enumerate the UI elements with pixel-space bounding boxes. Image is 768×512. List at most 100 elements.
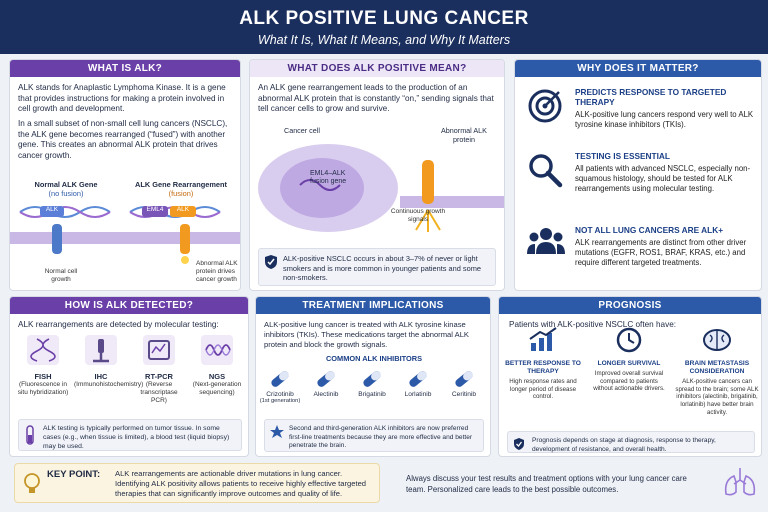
prog-title: LONGER SURVIVAL: [597, 360, 661, 367]
detection-intro: ALK rearrangements are detected by molec…: [18, 320, 219, 329]
why-item-title: NOT ALL LUNG CANCERS ARE ALK+: [575, 225, 724, 235]
eml4-label: EML4: [146, 206, 164, 213]
prog-title: BETTER RESPONSE TO THERAPY: [505, 360, 581, 375]
why-item-text: ALK-positive lung cancers respond very w…: [575, 110, 754, 130]
why-item-not-all: NOT ALL LUNG CANCERS ARE ALK+ ALK rearra…: [523, 225, 759, 288]
sequencing-icon: [201, 335, 233, 365]
drug-name: Lorlatinib: [404, 391, 432, 398]
normal-gene-title: Normal ALK Gene: [34, 180, 98, 189]
rearr-gene-title: ALK Gene Rearrangement: [135, 180, 227, 189]
cancer-cell-illustration: [258, 144, 504, 232]
prognosis-heading: PROGNOSIS: [499, 297, 761, 314]
alk-positive-panel: WHAT DOES ALK POSITIVE MEAN? An ALK gene…: [249, 59, 505, 291]
normal-caption: Normal cell growth: [44, 268, 78, 284]
alk-gene-illustration: [10, 206, 240, 264]
drug-item: Crizotinib(1st generation): [258, 391, 302, 404]
alk-positive-heading: WHAT DOES ALK POSITIVE MEAN?: [250, 60, 504, 77]
prog-text: ALK-positive cancers can spread to the b…: [675, 377, 759, 416]
why-matters-heading: WHY DOES IT MATTER?: [515, 60, 761, 77]
method-fish: FISH (Fluorescence in situ hybridization…: [16, 335, 70, 397]
clock-icon: [616, 327, 642, 353]
method-rtpcr: RT-PCR (Reverse transcriptase PCR): [132, 335, 186, 405]
why-item-text: ALK rearrangements are distinct from oth…: [575, 238, 747, 268]
dna-icon: [27, 335, 59, 365]
drug-item: Alectinib: [304, 391, 348, 398]
method-desc: (Reverse transcriptase PCR): [140, 381, 178, 405]
lightbulb-icon: [23, 472, 41, 501]
treatment-note-text: Second and third-generation ALK inhibito…: [289, 425, 473, 450]
test-tube-icon: [24, 425, 36, 449]
bar-growth-icon: [529, 327, 557, 351]
microscope-icon: [85, 335, 117, 365]
pill-icons: [271, 371, 473, 387]
page-title: ALK POSITIVE LUNG CANCER: [239, 8, 529, 29]
normal-gene-label: ALK: [45, 206, 59, 213]
page-subtitle: What It Is, What It Means, and Why It Ma…: [257, 33, 511, 47]
method-name: RT-PCR: [145, 372, 173, 381]
rearr-gene-sub: (fusion): [168, 189, 194, 198]
prog-item: LONGER SURVIVAL Improved overall surviva…: [591, 327, 667, 393]
cancer-cell-label: Cancer cell: [284, 126, 320, 135]
method-desc: (Fluorescence in situ hybridization): [17, 381, 69, 397]
what-is-alk-p1: ALK stands for Anaplastic Lymphoma Kinas…: [18, 83, 226, 114]
why-matters-panel: WHY DOES IT MATTER? PREDICTS RESPONSE TO…: [514, 59, 762, 291]
drug-item: Ceritinib: [442, 391, 486, 398]
drug-name: Crizotinib: [266, 391, 294, 398]
why-item-targeted: PREDICTS RESPONSE TO TARGETED THERAPY AL…: [523, 87, 759, 144]
pcr-machine-icon: [143, 335, 175, 365]
key-point-text: ALK rearrangements are actionable driver…: [115, 469, 367, 499]
detection-heading: HOW IS ALK DETECTED?: [10, 297, 248, 314]
key-point-box: KEY POINT: ALK rearrangements are action…: [14, 463, 380, 503]
prognosis-intro: Patients with ALK-positive NSCLC often h…: [509, 320, 677, 329]
shield-check-icon: [264, 254, 278, 273]
brain-icon: [703, 329, 731, 351]
prog-title: BRAIN METASTASIS CONSIDERATION: [684, 360, 750, 375]
why-item-testing: TESTING IS ESSENTIAL All patients with a…: [523, 151, 759, 216]
key-point-label: KEY POINT:: [47, 469, 101, 480]
detection-panel: HOW IS ALK DETECTED? ALK rearrangements …: [9, 296, 249, 457]
prognosis-note-text: Prognosis depends on stage at diagnosis,…: [532, 437, 716, 453]
fusion-gene-label: EML4–ALK fusion gene: [310, 170, 347, 186]
shield-check-icon: [513, 437, 525, 455]
alk-positive-note: ALK-positive NSCLC occurs in about 3–7% …: [258, 248, 496, 286]
treatment-panel: TREATMENT IMPLICATIONS ALK-positive lung…: [255, 296, 491, 457]
people-icon: [527, 226, 565, 261]
footer-message: Always discuss your test results and tre…: [406, 474, 687, 494]
what-is-alk-panel: WHAT IS ALK? ALK stands for Anaplastic L…: [9, 59, 241, 291]
what-is-alk-heading: WHAT IS ALK?: [10, 60, 240, 77]
lungs-icon: [722, 466, 758, 505]
detection-note-text: ALK testing is typically performed on tu…: [43, 425, 230, 450]
drug-name: Alectinib: [313, 391, 339, 398]
prog-text: High response rates and longer period of…: [509, 377, 577, 401]
method-name: NGS: [208, 372, 226, 381]
treatment-intro: ALK-positive lung cancer is treated with…: [264, 320, 469, 349]
method-desc: (Next-generation sequencing): [192, 381, 242, 397]
growth-signals-label: Continuous growth signals: [390, 208, 446, 224]
magnifier-icon: [527, 152, 563, 193]
prog-item: BETTER RESPONSE TO THERAPY High response…: [505, 327, 581, 401]
star-icon: [270, 425, 284, 443]
method-ihc: IHC (Immunohistochemistry): [74, 335, 143, 389]
what-is-alk-p2: In a small subset of non-small cell lung…: [18, 118, 228, 160]
method-name: IHC: [94, 372, 108, 381]
why-item-text: All patients with advanced NSCLC, especi…: [575, 164, 751, 194]
method-ngs: NGS (Next-generation sequencing): [190, 335, 244, 397]
treatment-note: Second and third-generation ALK inhibito…: [264, 419, 484, 452]
detection-note: ALK testing is typically performed on tu…: [18, 419, 242, 451]
alk-positive-p1: An ALK gene rearrangement leads to the p…: [258, 83, 494, 114]
alk-positive-note-text: ALK-positive NSCLC occurs in about 3–7% …: [283, 254, 481, 283]
alk-label: ALK: [176, 206, 190, 213]
normal-gene-sub: (no fusion): [48, 189, 84, 198]
inhibitors-subheading: COMMON ALK INHIBITORS: [325, 354, 423, 363]
drug-note: (1st generation): [259, 398, 301, 404]
drug-name: Brigatinib: [358, 391, 386, 398]
prog-item: BRAIN METASTASIS CONSIDERATION ALK-posit…: [675, 327, 759, 417]
page-header: ALK POSITIVE LUNG CANCER What It Is, Wha…: [0, 0, 768, 54]
drug-item: Lorlatinib: [396, 391, 440, 398]
target-icon: [527, 88, 563, 129]
abnormal-protein-label: Abnormal ALK protein: [441, 126, 487, 144]
prognosis-note: Prognosis depends on stage at diagnosis,…: [507, 431, 755, 453]
prognosis-panel: PROGNOSIS Patients with ALK-positive NSC…: [498, 296, 762, 457]
drug-item: Brigatinib: [350, 391, 394, 398]
method-name: FISH: [34, 372, 52, 381]
